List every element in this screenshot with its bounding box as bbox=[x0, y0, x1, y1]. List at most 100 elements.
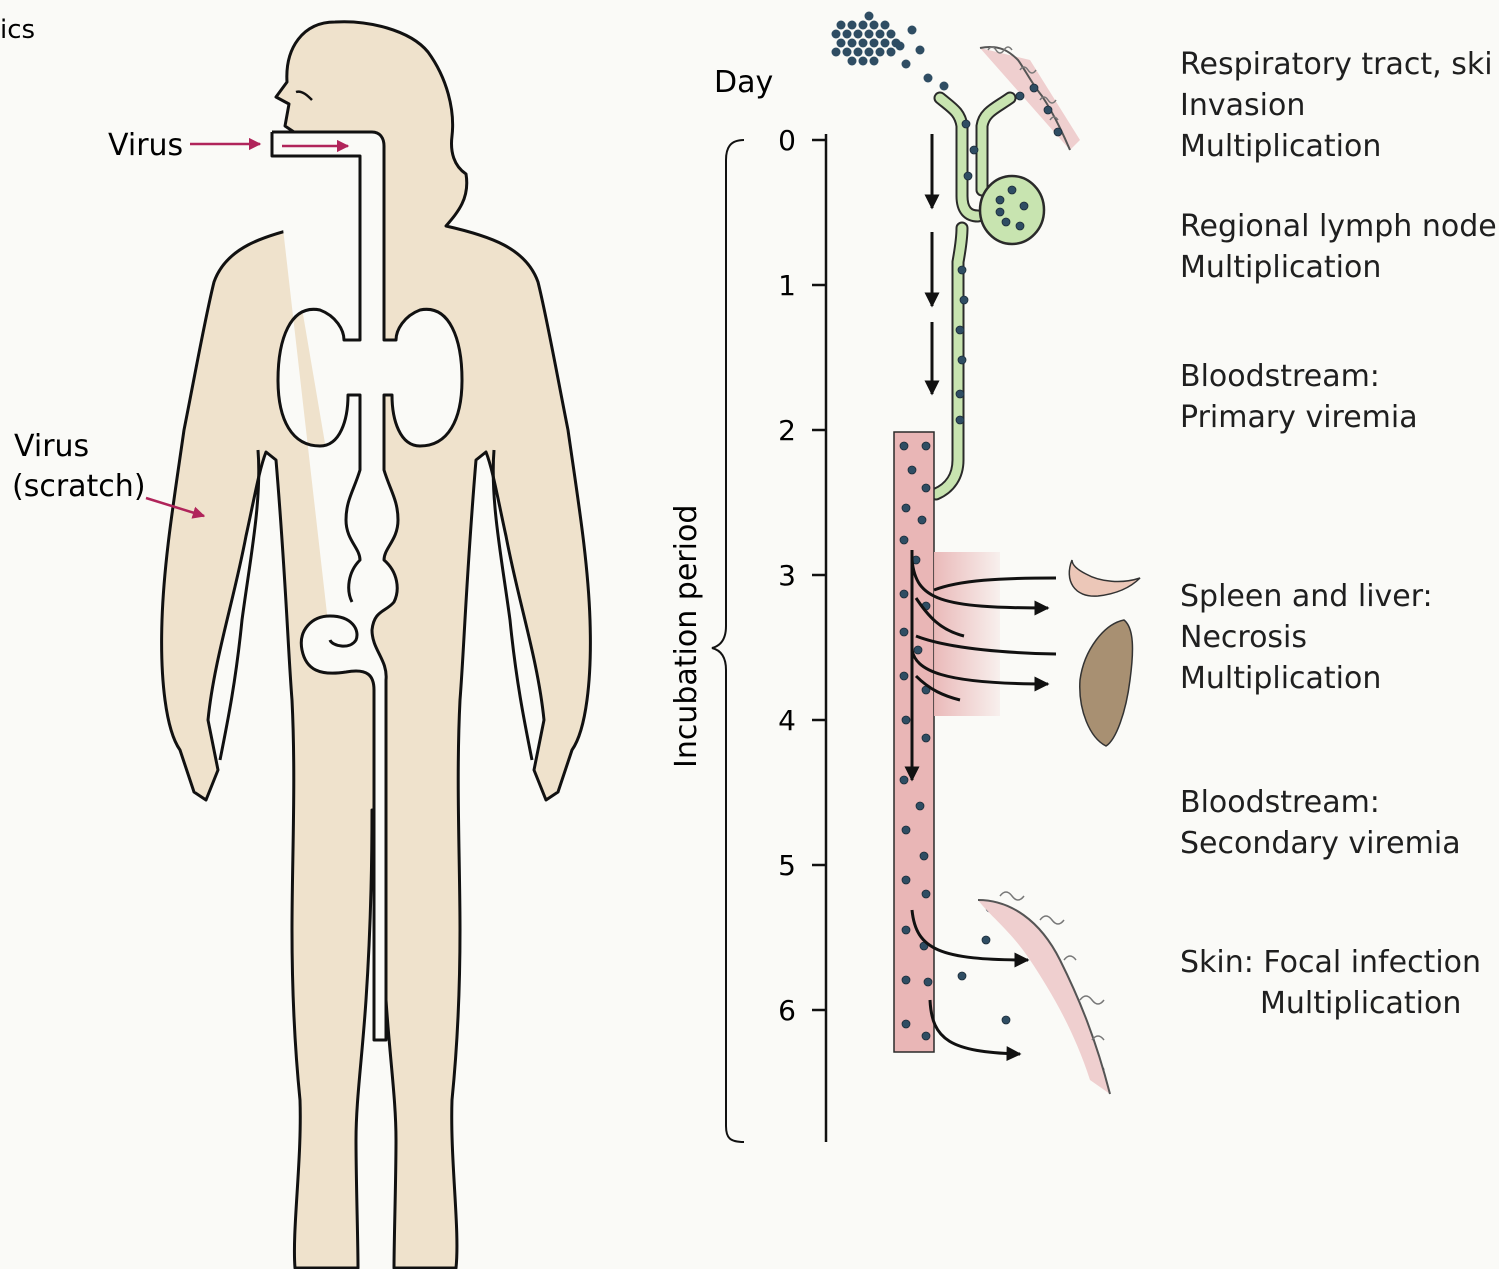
virus-particle bbox=[865, 48, 874, 57]
virus-particle bbox=[902, 926, 910, 934]
timeline-tick-label: 2 bbox=[778, 414, 796, 447]
virus-particle bbox=[1044, 106, 1052, 114]
virus-particle bbox=[996, 196, 1004, 204]
virus-particle bbox=[876, 48, 885, 57]
virus-particle bbox=[902, 976, 910, 984]
virus-particle bbox=[956, 326, 964, 334]
virus-particle bbox=[956, 390, 964, 398]
virus-particle bbox=[859, 57, 868, 66]
stage-label-line: Multiplication bbox=[1180, 661, 1381, 696]
virus-particle bbox=[1030, 84, 1038, 92]
virus-particle bbox=[920, 852, 928, 860]
virus-particle bbox=[900, 536, 908, 544]
timeline-tick-label: 6 bbox=[778, 994, 796, 1027]
incubation-period-label: Incubation period bbox=[669, 505, 704, 768]
virus-particle bbox=[1020, 202, 1028, 210]
virus-particle bbox=[881, 21, 890, 30]
organ-perfusion-zone bbox=[934, 552, 1000, 716]
stage-label-line: Skin: Focal infection bbox=[1180, 945, 1481, 980]
virus-particle bbox=[958, 356, 966, 364]
timeline-ticks: 0123456 bbox=[778, 124, 826, 1027]
spleen bbox=[1069, 560, 1140, 596]
virus-particle bbox=[870, 57, 879, 66]
stage-label-line: Respiratory tract, ski bbox=[1180, 47, 1493, 82]
virus-scratch-label-line2: (scratch) bbox=[12, 469, 146, 504]
blood-vessel bbox=[894, 432, 934, 1052]
virus-particle bbox=[902, 826, 910, 834]
virus-particle bbox=[870, 39, 879, 48]
virus-particle bbox=[902, 876, 910, 884]
virus-particle bbox=[832, 48, 841, 57]
virus-particle bbox=[900, 590, 908, 598]
virus-particle bbox=[859, 21, 868, 30]
virus-particle bbox=[924, 74, 933, 83]
virus-particle bbox=[970, 146, 978, 154]
virus-particle bbox=[1002, 1016, 1010, 1024]
virus-particle bbox=[887, 48, 896, 57]
virus-particle bbox=[922, 442, 930, 450]
virus-particle bbox=[916, 46, 925, 55]
virus-particle bbox=[958, 266, 966, 274]
day-axis-label: Day bbox=[714, 65, 773, 100]
incubation-brace bbox=[712, 140, 744, 1142]
timeline-tick-label: 5 bbox=[778, 849, 796, 882]
lymph-vessel bbox=[936, 98, 1010, 494]
stage-labels: Respiratory tract, skiInvasionMultiplica… bbox=[1180, 47, 1499, 1021]
virus-particle bbox=[922, 1032, 930, 1040]
virus-particle bbox=[982, 936, 990, 944]
virus-particle bbox=[900, 776, 908, 784]
virus-particle bbox=[837, 21, 846, 30]
virus-particle bbox=[1002, 218, 1010, 226]
virus-particle bbox=[924, 978, 932, 986]
virus-particle bbox=[887, 30, 896, 39]
virus-particle bbox=[902, 1020, 910, 1028]
virus-particle bbox=[1054, 128, 1062, 136]
virus-particle bbox=[902, 716, 910, 724]
stage-label-line: Multiplication bbox=[1260, 986, 1461, 1021]
virus-particle bbox=[922, 734, 930, 742]
virus-particle bbox=[854, 48, 863, 57]
virus-particle bbox=[996, 208, 1004, 216]
virus-particle bbox=[1016, 92, 1024, 100]
virus-particle bbox=[964, 172, 972, 180]
virus-particle bbox=[962, 120, 970, 128]
virus-particle bbox=[832, 30, 841, 39]
stage-label-line: Bloodstream: bbox=[1180, 785, 1380, 820]
virus-particle bbox=[916, 802, 924, 810]
stage-label-line: Primary viremia bbox=[1180, 400, 1418, 435]
virus-particle bbox=[843, 30, 852, 39]
virus-particle bbox=[902, 504, 910, 512]
virus-particle bbox=[922, 890, 930, 898]
human-body-figure bbox=[162, 22, 591, 1268]
virus-particle bbox=[881, 39, 890, 48]
virus-particle bbox=[1016, 222, 1024, 230]
virus-label: Virus bbox=[108, 128, 183, 163]
stage-label-line: Multiplication bbox=[1180, 250, 1381, 285]
virus-particle bbox=[940, 82, 949, 91]
corner-text: ics bbox=[0, 15, 35, 45]
stage-label-line: Multiplication bbox=[1180, 129, 1381, 164]
stage-label-line: Secondary viremia bbox=[1180, 826, 1461, 861]
virus-particle bbox=[908, 26, 917, 35]
virus-particle bbox=[896, 42, 905, 51]
virus-scratch-label-line1: Virus bbox=[14, 429, 89, 464]
virus-particle bbox=[908, 466, 916, 474]
virus-particle bbox=[900, 628, 908, 636]
virus-particle bbox=[958, 972, 966, 980]
liver bbox=[1080, 620, 1133, 746]
virus-particle bbox=[900, 672, 908, 680]
virus-particle bbox=[859, 39, 868, 48]
virus-particle bbox=[956, 416, 964, 424]
virus-particle bbox=[914, 646, 922, 654]
virus-particle bbox=[848, 57, 857, 66]
respiratory-epithelium bbox=[980, 47, 1080, 150]
timeline-tick-label: 3 bbox=[778, 559, 796, 592]
stage-label-line: Necrosis bbox=[1180, 620, 1307, 655]
virus-particle bbox=[900, 442, 908, 450]
virus-particle bbox=[960, 296, 968, 304]
stage-label-line: Spleen and liver: bbox=[1180, 579, 1433, 614]
virus-particle bbox=[848, 21, 857, 30]
virus-particle bbox=[876, 30, 885, 39]
virus-particle bbox=[854, 30, 863, 39]
